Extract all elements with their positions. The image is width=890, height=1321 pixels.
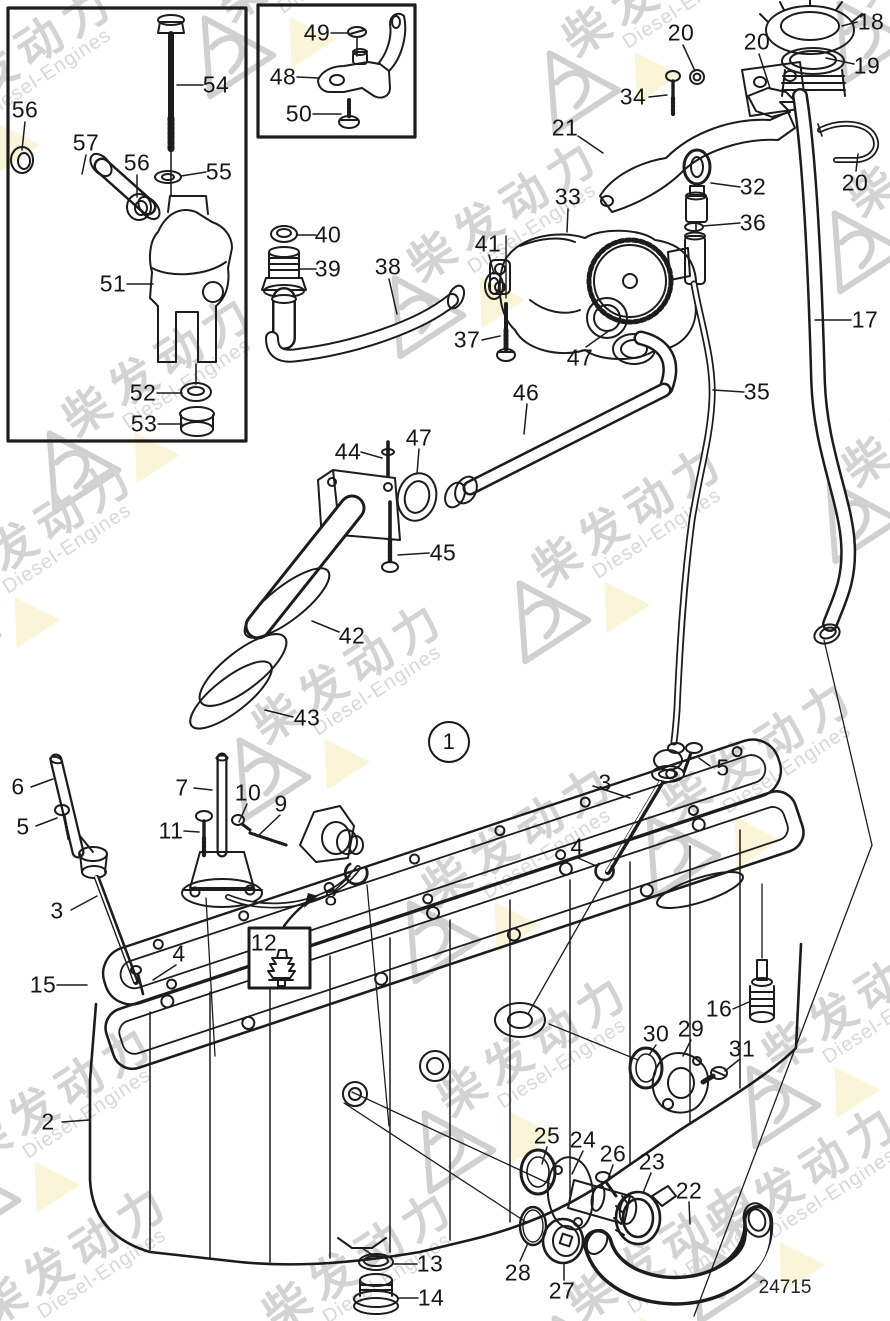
drain-plug <box>353 1247 399 1315</box>
clip-inset-box <box>247 893 318 990</box>
left-dipstick <box>49 753 145 996</box>
watermark-logo-icon <box>831 210 890 295</box>
watermark-logo-icon <box>406 900 482 985</box>
watermark-logo-icon <box>236 737 312 822</box>
right-end-fittings <box>628 959 775 1114</box>
figure-number: 24715 <box>758 1277 812 1298</box>
watermark-logo-icon <box>46 430 122 515</box>
drain-hose-cluster <box>518 1148 774 1306</box>
inset-box-bracket <box>256 3 417 139</box>
watermark-logo-icon <box>516 580 592 665</box>
suction-pipe-strainer <box>189 330 678 730</box>
watermark-logo-icon <box>391 275 467 360</box>
adapter-and-pipe <box>261 225 504 363</box>
construction-lines <box>205 639 873 1317</box>
watermark-logo-icon <box>746 1065 822 1150</box>
watermark-logo-icon <box>421 1110 497 1195</box>
dipstick-assembly <box>594 148 716 882</box>
oil-pan <box>88 742 805 1266</box>
oil-pump <box>489 229 698 365</box>
filler-and-brackets <box>599 0 879 645</box>
leader-lines <box>21 21 859 1299</box>
oil-filler-funnel-cluster <box>181 752 369 909</box>
watermark-logo-icon <box>201 15 277 100</box>
inset-box-filter-housing <box>6 6 248 443</box>
watermark-logo-icon <box>546 50 622 135</box>
